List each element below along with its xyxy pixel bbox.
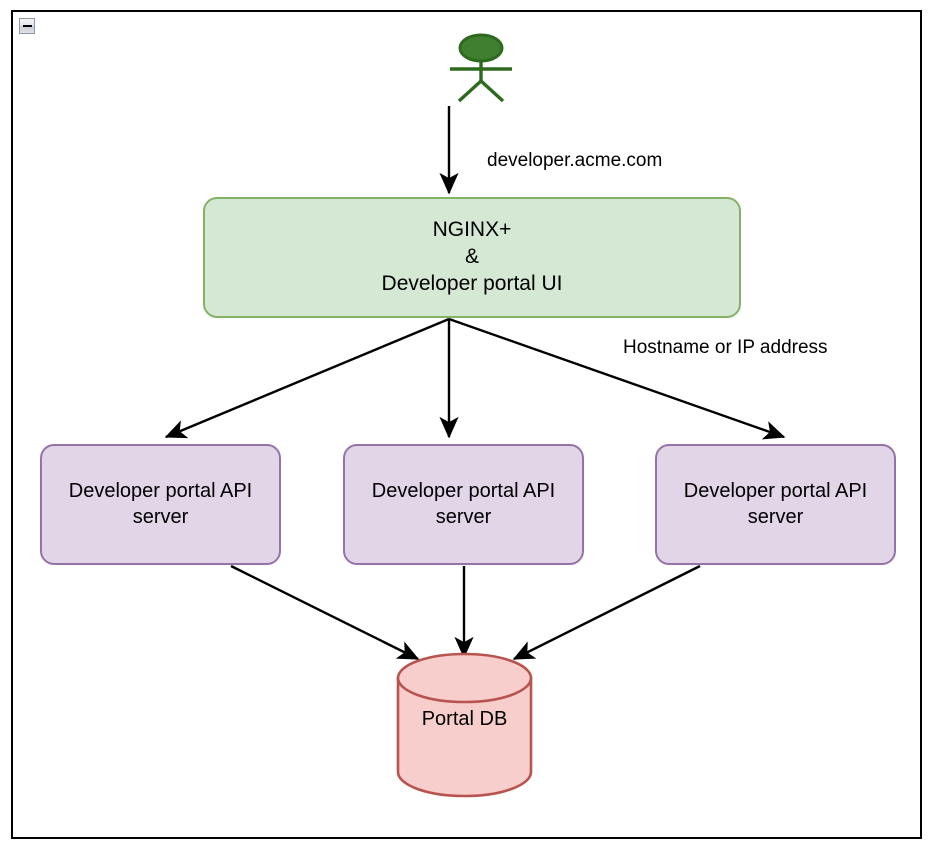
node-api-server-2[interactable] (343, 444, 584, 565)
collapse-toggle-button[interactable] (19, 18, 35, 34)
node-api-server-3[interactable] (655, 444, 896, 565)
diagram-canvas-frame (11, 10, 922, 839)
minus-icon (22, 25, 32, 27)
node-api-server-1[interactable] (40, 444, 281, 565)
node-nginx-developer-portal-ui[interactable] (203, 197, 741, 318)
